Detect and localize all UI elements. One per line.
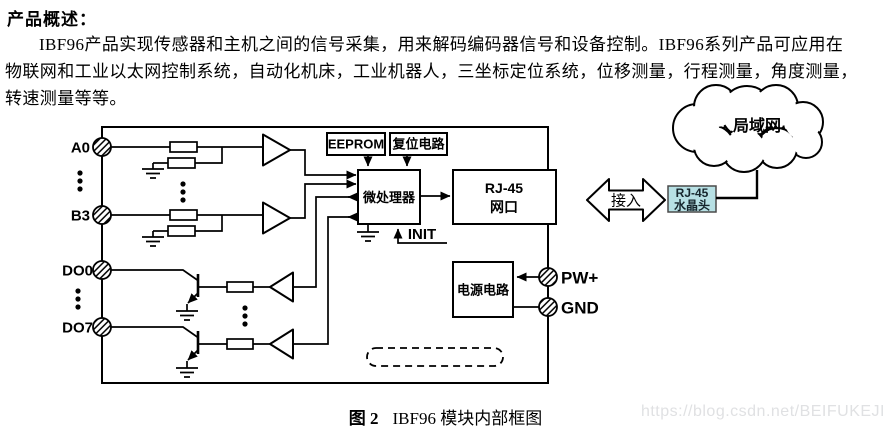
ground-icon bbox=[176, 367, 198, 378]
mcu-block bbox=[357, 169, 421, 225]
module-boundary bbox=[101, 126, 549, 384]
wire bbox=[293, 196, 358, 288]
buffer-amp bbox=[269, 328, 294, 360]
ellipsis-dots bbox=[75, 170, 248, 327]
buffer-amp bbox=[262, 201, 291, 235]
terminal-a0 bbox=[92, 137, 112, 157]
wiring bbox=[111, 146, 539, 345]
ground-icon bbox=[176, 310, 198, 321]
output-buffers bbox=[269, 271, 294, 360]
resistor bbox=[226, 281, 254, 293]
access-label: 接入 bbox=[611, 193, 641, 210]
plug-to-cloud-wire bbox=[716, 170, 759, 200]
ground-icon bbox=[142, 163, 164, 179]
wire bbox=[393, 228, 447, 244]
resistor bbox=[226, 338, 254, 350]
function-blocks bbox=[326, 132, 557, 367]
rj45-port-label-line2: 网口 bbox=[490, 199, 518, 215]
terminal-gnd bbox=[538, 297, 558, 317]
access-double-arrow bbox=[586, 178, 666, 222]
terminal-b3 bbox=[92, 205, 112, 225]
transistor-emitter bbox=[187, 292, 199, 304]
lan-cloud-label: 局域网 bbox=[733, 116, 781, 135]
terminal-do0 bbox=[92, 260, 112, 280]
ground-icon bbox=[142, 231, 164, 247]
lan-cloud: 局域网 bbox=[672, 84, 824, 173]
intro-paragraph: IBF96产品实现传感器和主机之间的信号采集，用来解码编码器信号和设备控制。IB… bbox=[5, 31, 889, 112]
wire bbox=[195, 215, 223, 232]
transistors bbox=[186, 274, 200, 368]
figure-caption: 图 2 IBF96 模块内部框图 bbox=[0, 404, 891, 429]
resistors bbox=[167, 141, 254, 350]
wire bbox=[290, 149, 357, 180]
resistor bbox=[169, 141, 198, 153]
paragraph-line: IBF96产品实现传感器和主机之间的信号采集，用来解码编码器信号和设备控制。IB… bbox=[39, 35, 844, 54]
wire bbox=[290, 179, 357, 219]
terminal-pw bbox=[538, 267, 558, 287]
wire bbox=[111, 326, 199, 339]
wire bbox=[195, 147, 223, 164]
rj45-port-block bbox=[452, 169, 557, 225]
section-heading: 产品概述： bbox=[7, 10, 97, 29]
mcu-label: 微处理器 bbox=[362, 190, 416, 205]
port-label-a0: A0 bbox=[71, 140, 90, 157]
figure-number: 图 2 bbox=[348, 409, 379, 428]
buffer-amp bbox=[269, 271, 294, 303]
rj45-plug-box bbox=[667, 185, 717, 213]
paragraph-line: 转速测量等等。 bbox=[5, 89, 127, 108]
port-label-do0: DO0 bbox=[62, 263, 93, 280]
reset-circuit-block bbox=[389, 132, 448, 156]
paragraph-line: 物联网和工业以太网控制系统，自动化机床，工业机器人，三坐标定位系统，位移测量，行… bbox=[5, 62, 858, 81]
dashed-reserved-area bbox=[366, 347, 504, 367]
terminal-do7 bbox=[92, 317, 112, 337]
ground-icon bbox=[357, 224, 379, 242]
rj45-port-label-line1: RJ-45 bbox=[485, 180, 523, 196]
init-label: INIT bbox=[408, 226, 436, 243]
ground-symbols bbox=[142, 163, 379, 378]
rj45-plug-label-line1: RJ-45 bbox=[676, 186, 709, 200]
transistor-emitter bbox=[187, 349, 199, 361]
wire bbox=[111, 269, 199, 282]
power-circuit-block bbox=[452, 261, 514, 318]
eeprom-label: EEPROM bbox=[328, 137, 384, 152]
rj45-plug-label-line2: 水晶头 bbox=[674, 198, 710, 213]
resistor bbox=[167, 225, 196, 237]
figure-title: IBF96 模块内部框图 bbox=[392, 409, 543, 428]
reset-circuit-label: 复位电路 bbox=[391, 137, 445, 152]
power-circuit-label: 电源电路 bbox=[457, 283, 510, 298]
port-label-pw: PW+ bbox=[561, 269, 598, 288]
port-label-do7: DO7 bbox=[62, 320, 93, 337]
eeprom-block bbox=[326, 132, 386, 156]
port-label-gnd: GND bbox=[561, 299, 599, 318]
resistor bbox=[169, 209, 198, 221]
resistor bbox=[167, 157, 196, 169]
port-label-b3: B3 bbox=[71, 208, 90, 225]
input-buffers bbox=[262, 133, 291, 235]
watermark: https://blog.csdn.net/BEIFUKEJI bbox=[640, 403, 885, 420]
wire bbox=[293, 216, 358, 345]
terminal-connectors bbox=[92, 137, 558, 337]
buffer-amp bbox=[262, 133, 291, 167]
